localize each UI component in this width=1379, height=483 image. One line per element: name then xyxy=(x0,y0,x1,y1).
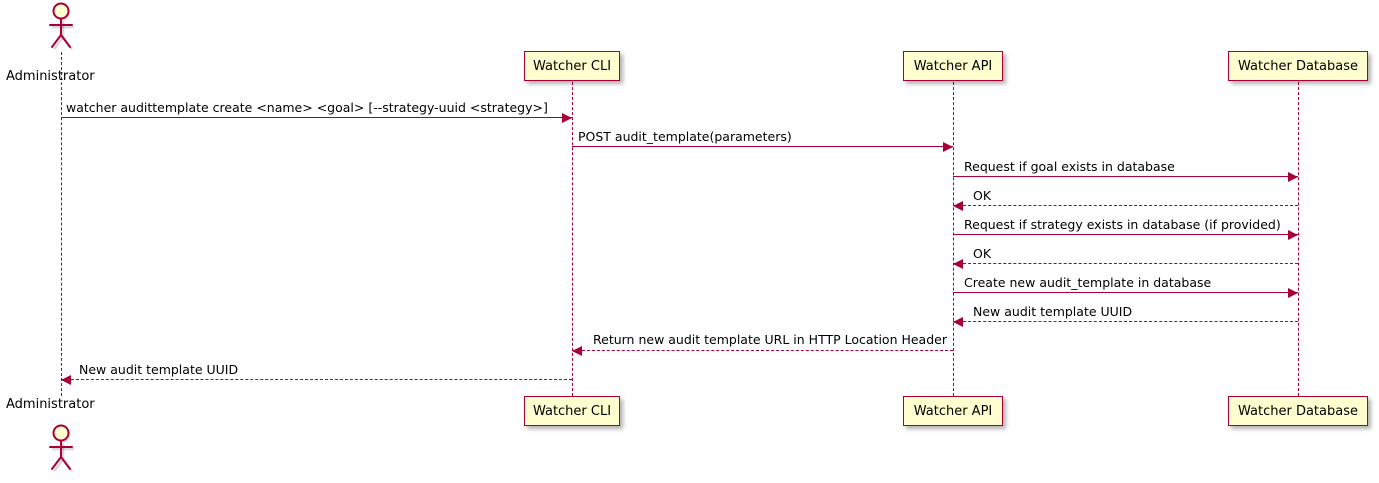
message-label-6: OK xyxy=(973,246,992,261)
participant-box-watcher-api[interactable]: Watcher API xyxy=(903,51,1003,81)
message-arrowhead-8 xyxy=(953,316,963,327)
message-line-4 xyxy=(953,205,1298,206)
message-arrowhead-3 xyxy=(1288,171,1298,182)
message-arrowhead-10 xyxy=(61,374,71,385)
lifeline-watcher-cli xyxy=(572,82,573,396)
message-arrowhead-2 xyxy=(943,141,953,152)
message-label-3: Request if goal exists in database xyxy=(964,159,1175,174)
message-line-7 xyxy=(953,292,1298,293)
message-line-9 xyxy=(572,350,953,351)
lifeline-watcher-api xyxy=(953,82,954,396)
message-arrowhead-6 xyxy=(953,258,963,269)
message-label-10: New audit template UUID xyxy=(79,362,239,377)
message-label-5: Request if strategy exists in database (… xyxy=(964,217,1281,232)
participant-box-watcher-cli[interactable]: Watcher CLI xyxy=(524,396,620,426)
message-line-1 xyxy=(61,117,572,118)
message-label-1: watcher audittemplate create <name> <goa… xyxy=(66,100,548,115)
message-arrowhead-7 xyxy=(1288,287,1298,298)
message-line-8 xyxy=(953,321,1298,322)
message-label-2: POST audit_template(parameters) xyxy=(578,129,792,144)
actor-figure-administrator xyxy=(47,2,75,50)
message-label-9: Return new audit template URL in HTTP Lo… xyxy=(593,332,947,347)
message-arrowhead-4 xyxy=(953,200,963,211)
message-line-2 xyxy=(572,146,953,147)
participant-box-watcher-cli[interactable]: Watcher CLI xyxy=(524,51,620,81)
actor-label-administrator: Administrator xyxy=(6,69,95,84)
actor-label-administrator: Administrator xyxy=(6,397,95,412)
message-arrowhead-5 xyxy=(1288,229,1298,240)
message-label-4: OK xyxy=(973,188,992,203)
lifeline-administrator xyxy=(61,52,62,396)
message-label-8: New audit template UUID xyxy=(973,304,1133,319)
message-line-5 xyxy=(953,234,1298,235)
message-label-7: Create new audit_template in database xyxy=(964,275,1212,290)
message-line-3 xyxy=(953,176,1298,177)
message-line-6 xyxy=(953,263,1298,264)
message-arrowhead-9 xyxy=(572,345,582,356)
participant-box-watcher-api[interactable]: Watcher API xyxy=(903,396,1003,426)
actor-figure-administrator xyxy=(47,424,75,472)
participant-box-watcher-database[interactable]: Watcher Database xyxy=(1228,396,1368,426)
message-arrowhead-1 xyxy=(562,112,572,123)
participant-box-watcher-database[interactable]: Watcher Database xyxy=(1228,51,1368,81)
message-line-10 xyxy=(61,379,572,380)
lifeline-watcher-database xyxy=(1298,82,1299,396)
